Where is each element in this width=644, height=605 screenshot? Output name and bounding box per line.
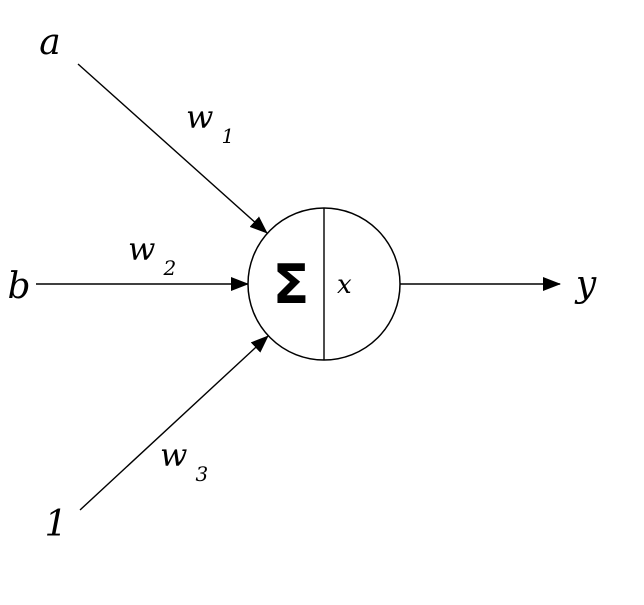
edge-input-bias — [79, 335, 269, 511]
weight-sub-w2: 2 — [162, 256, 176, 280]
weight-base-w2: w — [128, 230, 155, 268]
input-label-b: b — [7, 266, 30, 307]
weight-label-w1: w 1 — [186, 98, 234, 148]
weight-label-w2: w 2 — [128, 230, 176, 280]
weight-label-w3: w 3 — [160, 436, 208, 486]
weight-base-w1: w — [186, 98, 213, 136]
weight-base-w3: w — [160, 436, 187, 474]
node-inner-label: x — [337, 270, 352, 300]
weight-sub-w3: 3 — [195, 462, 208, 486]
weight-sub-w1: 1 — [221, 124, 234, 148]
input-label-bias: 1 — [45, 504, 68, 545]
edge-input-a — [77, 63, 268, 234]
input-label-a: a — [39, 22, 60, 63]
output-label-y: y — [574, 264, 597, 305]
sum-symbol: Σ — [273, 253, 310, 316]
